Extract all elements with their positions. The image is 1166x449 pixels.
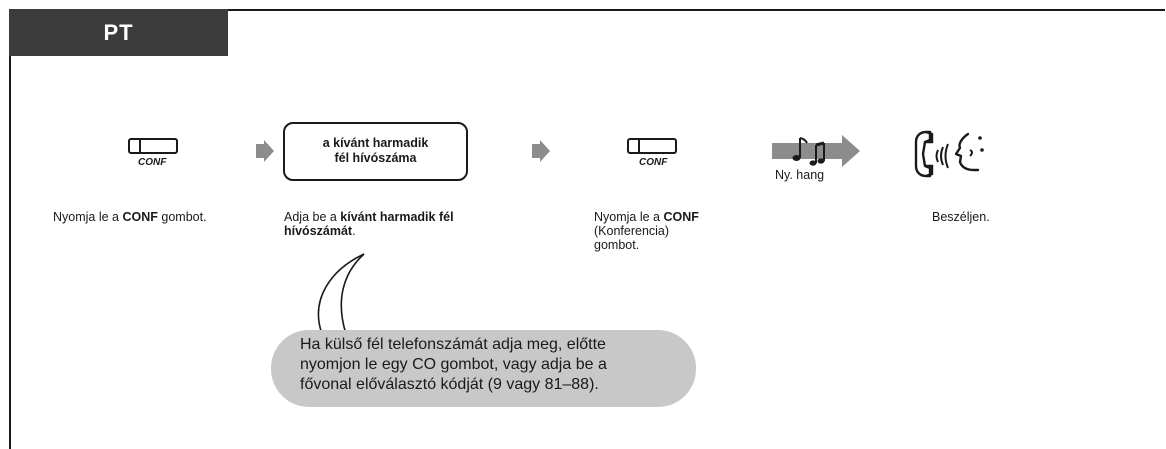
conf-button-label: CONF	[138, 157, 167, 168]
conf-button-label: CONF	[639, 157, 668, 168]
handset-talk-icon	[914, 130, 984, 178]
diagram-frame	[9, 9, 1165, 449]
note-line3: fővonal előválasztó kódját (9 vagy 81–88…	[300, 376, 599, 393]
number-input-box: a kívánt harmadik fél hívószáma	[283, 122, 468, 181]
step1-caption-pre: Nyomja le a	[53, 210, 123, 224]
input-box-line1: a kívánt harmadik	[322, 136, 429, 150]
conf-button-icon	[627, 138, 677, 154]
note-line2: nyomjon le egy CO gombot, vagy adja be a	[300, 356, 607, 373]
header-tab: PT	[9, 9, 228, 56]
arrow-right-icon	[532, 140, 550, 162]
tone-arrow-icon	[772, 135, 860, 167]
input-box-line2: fél hívószáma	[334, 151, 417, 165]
note-line1: Ha külső fél telefonszámát adja meg, elő…	[300, 336, 606, 353]
step3-caption-line3: gombot.	[594, 238, 640, 252]
step3-caption-bold: CONF	[663, 210, 699, 224]
step3-caption: Nyomja le a CONF(Konferencia)gombot.	[594, 210, 699, 252]
step3-caption-pre: Nyomja le a	[594, 210, 664, 224]
step1-caption-post: gombot.	[157, 210, 207, 224]
note-bubble	[271, 330, 696, 407]
tone-label: Ny. hang	[775, 168, 825, 182]
step2-caption-bold1: kívánt harmadik fél	[340, 210, 454, 224]
arrow-right-icon	[256, 140, 274, 162]
conf-button-icon	[128, 138, 178, 154]
step1-caption-bold: CONF	[122, 210, 158, 224]
tab-label: PT	[103, 20, 134, 45]
step2-caption-pre: Adja be a	[284, 210, 341, 224]
step2-caption-post: .	[352, 224, 356, 238]
step3-caption-line2: (Konferencia)	[594, 224, 670, 238]
step5-caption: Beszéljen.	[932, 210, 990, 224]
step2-caption-bold2: hívószámát	[284, 224, 353, 238]
callout-pointer	[317, 253, 365, 335]
step1-caption: Nyomja le a CONF gombot.	[53, 210, 207, 224]
note-text: Ha külső fél telefonszámát adja meg, elő…	[300, 335, 680, 395]
